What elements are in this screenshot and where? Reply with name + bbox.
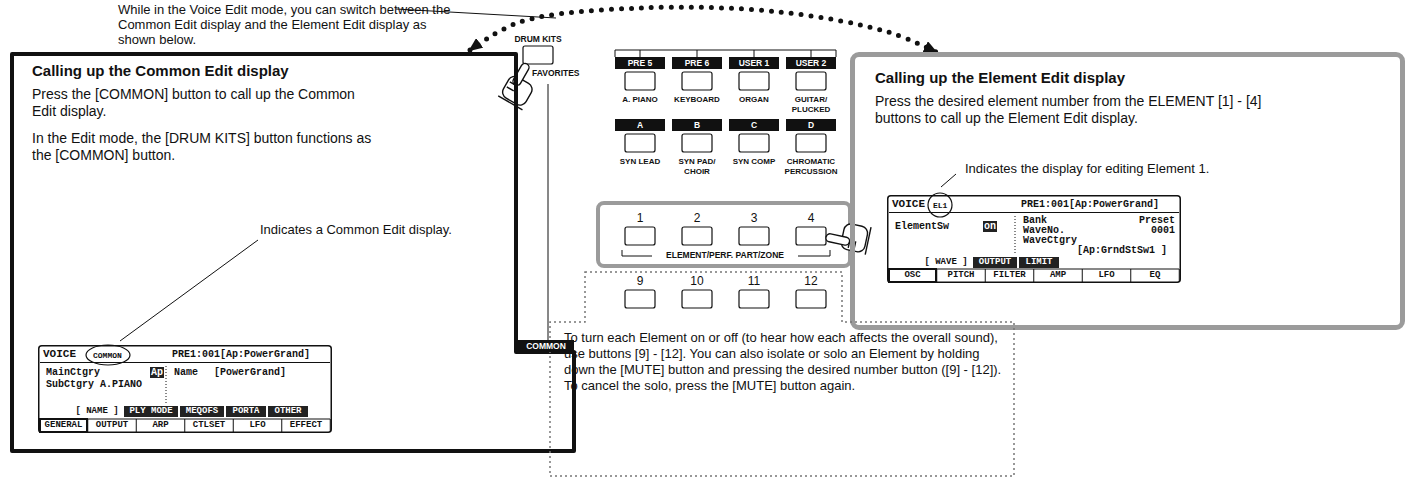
lcd-tab: LFO <box>1083 270 1130 281</box>
lcd-tab: ARP <box>137 420 184 431</box>
button-number: 1 <box>628 211 652 225</box>
button-label: SYN PAD/ CHOIR <box>669 157 725 177</box>
lcd-tab: OUTPUT <box>973 257 1017 268</box>
lcd-text: MainCtgry <box>46 367 100 378</box>
lcd-text: Preset <box>1139 215 1175 226</box>
highlight-frame <box>598 203 850 266</box>
bank-tag: USER 1 <box>729 57 779 69</box>
lcd-text: [Ap:GrndStSw1 ] <box>1077 245 1167 256</box>
lcd-tab: EQ <box>1132 270 1179 281</box>
button-label: ORGAN <box>726 95 782 105</box>
lcd-screen: VOICE EL1 PRE1:001[Ap:PowerGrand] ElementSw… <box>887 195 1181 283</box>
lcd-text: WaveCtgry <box>1023 235 1077 246</box>
button-label: SYN LEAD <box>612 157 668 167</box>
lcd-text: on <box>983 221 997 232</box>
lcd-tab: FILTER <box>986 270 1033 281</box>
panel-label: ELEMENT/PERF. PART/ZONE <box>655 250 795 260</box>
lcd-tab: PLY MODE <box>124 406 178 417</box>
button-number: 4 <box>799 211 823 225</box>
panel-heading: To turn each Element on or off (to hear … <box>564 330 1004 394</box>
note-box: To turn each Element on or off (to hear … <box>548 270 1016 478</box>
bank-tag: COMMON <box>518 340 574 352</box>
hand-icon <box>824 218 871 254</box>
bank-tag: A <box>615 119 665 131</box>
lcd-text: Name <box>174 367 198 378</box>
button <box>523 46 553 64</box>
button-number: 10 <box>685 274 709 288</box>
lcd-tab: PITCH <box>938 270 985 281</box>
button-number: 3 <box>742 211 766 225</box>
button-number: 11 <box>742 274 766 288</box>
lcd-tab: OUTPUT <box>89 420 136 431</box>
lcd-text: VOICE <box>43 349 76 360</box>
lcd-tab: GENERAL <box>40 420 87 431</box>
lcd-tab: [ NAME ] <box>72 406 122 417</box>
edit-panel: VOICE EL1 PRE1:001[Ap:PowerGrand] ElementSw… <box>850 52 1405 330</box>
bank-tag: PRE 6 <box>672 57 722 69</box>
lcd-screen: VOICE COMMON PRE1:001[Ap:PowerGrand] MainCt… <box>38 345 332 433</box>
bank-tag: C <box>729 119 779 131</box>
button-label: CHROMATIC PERCUSSION <box>783 157 839 177</box>
bank-tag: D <box>786 119 836 131</box>
callout-note: While in the Voice Edit mode, you can sw… <box>118 2 458 47</box>
hand-icon <box>498 60 543 110</box>
switch-arrow <box>470 7 936 52</box>
lcd-text: A.PIANO <box>100 379 142 390</box>
button-label: SYN COMP <box>726 157 782 167</box>
lcd-tab: CTLSET <box>186 420 233 431</box>
button-label: GUITAR/ PLUCKED <box>783 95 839 115</box>
lcd-tab: [ WAVE ] <box>921 257 971 268</box>
bank-tag: USER 2 <box>786 57 836 69</box>
panel-body: Indicates the display for editing Elemen… <box>965 161 1209 177</box>
lcd-text: [PowerGrand] <box>214 367 286 378</box>
dotted-border <box>550 272 1014 476</box>
button-label: A. PIANO <box>612 95 668 105</box>
lcd-text: Bank <box>1023 215 1047 226</box>
panel-heading: Calling up the Common Edit display <box>32 62 472 80</box>
lcd-tab: EFFECT <box>283 420 330 431</box>
panel-label: FAVORITES <box>532 68 580 78</box>
panel-body: Press the desired element number from th… <box>875 93 1305 127</box>
leader-line <box>120 240 258 341</box>
lcd-text: PRE1:001[Ap:PowerGrand] <box>1021 199 1159 210</box>
bracket <box>615 50 836 57</box>
lcd-tab: OTHER <box>268 406 308 417</box>
panel-body: In the Edit mode, the [DRUM KITS] button… <box>32 130 372 164</box>
lcd-tab: LIMIT <box>1019 257 1059 268</box>
callout-text: Indicates a Common Edit display. <box>260 222 452 238</box>
lcd-text: 0001 <box>1151 225 1175 236</box>
lcd-tab: OSC <box>889 270 936 281</box>
leader-line <box>941 174 956 187</box>
callout-circle <box>928 193 952 217</box>
lcd-tab: LFO <box>234 420 281 431</box>
button-label: KEYBOARD <box>669 95 725 105</box>
button-number: 12 <box>799 274 823 288</box>
lcd-text: EL1 <box>933 201 947 211</box>
callout-circle <box>86 345 130 365</box>
lcd-tab: PORTA <box>226 406 266 417</box>
panel-border <box>12 54 574 451</box>
bank-tag: PRE 5 <box>615 57 665 69</box>
lcd-tab: MEQOFS <box>180 406 224 417</box>
panel-body: Press the [COMMON] button to call up the… <box>32 86 372 120</box>
lcd-text: COMMON <box>93 351 122 361</box>
panel-heading: Calling up the Element Edit display <box>875 69 1355 87</box>
edit-panel: VOICE COMMON PRE1:001[Ap:PowerGrand] MainCt… <box>8 50 578 455</box>
bank-tag: B <box>672 119 722 131</box>
button-number: 2 <box>685 211 709 225</box>
lcd-text: VOICE <box>892 199 925 210</box>
button-number: 9 <box>628 274 652 288</box>
panel-label: DRUM KITS <box>508 34 568 44</box>
lcd-text: PRE1:001[Ap:PowerGrand] <box>172 349 310 360</box>
lcd-tab: AMP <box>1035 270 1082 281</box>
lcd-text: Ap <box>150 367 164 378</box>
panel-line <box>548 84 549 340</box>
lcd-text: ElementSw <box>895 221 949 232</box>
lcd-text: WaveNo. <box>1023 225 1065 236</box>
lcd-text: SubCtgry <box>46 379 94 390</box>
